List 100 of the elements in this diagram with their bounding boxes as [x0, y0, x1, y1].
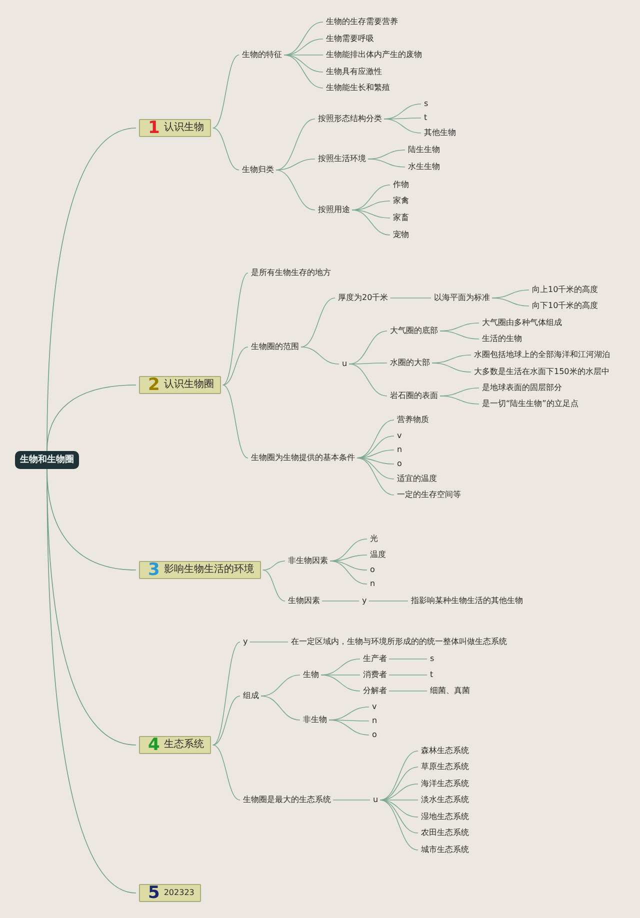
branch-label: 以海平面为标准 [434, 293, 490, 303]
branch-label: 生物圈是最大的生态系统 [243, 795, 331, 805]
branch-line [300, 346, 340, 364]
branch-label: n [372, 716, 378, 726]
branch-label: 城市生态系统 [421, 845, 469, 855]
branch-label: u [373, 795, 378, 805]
branch-line [348, 364, 388, 396]
branch-line [276, 170, 316, 210]
branch-label: 作物 [393, 180, 409, 190]
branch-line [356, 458, 394, 496]
branch-label: 生物归类 [242, 165, 274, 175]
branch-line [368, 600, 408, 602]
branch-line [284, 54, 324, 88]
branch-label: t [424, 113, 428, 123]
branch-line [356, 458, 394, 464]
branch-label: 指影响某种生物生活的其他生物 [411, 596, 523, 606]
branch-label: n [397, 445, 402, 455]
branch-label: 厚度为20千米 [338, 293, 388, 303]
branch-label: 按照生活环境 [318, 154, 366, 164]
branch-line [492, 298, 530, 306]
topic-number: 5 [148, 884, 160, 902]
branch-line [212, 128, 240, 170]
branch-label: t [430, 670, 434, 680]
branch-line [212, 54, 240, 128]
central-topic-box: 生物和生物圈 [15, 451, 79, 469]
branch-line [352, 210, 390, 236]
branch-line [388, 658, 428, 660]
branch-line [328, 720, 370, 736]
branch-label: 生活的生物 [482, 334, 522, 344]
branch-line [212, 642, 240, 746]
branch-label: 森林生态系统 [421, 746, 469, 756]
topic-number: 4 [148, 736, 160, 754]
branch-line [356, 420, 394, 458]
topic-label: 认识生物 [164, 122, 204, 134]
branch-label: 宠物 [393, 230, 409, 240]
branch-label: 生物需要呼吸 [326, 34, 374, 44]
branch-label: 其他生物 [424, 128, 456, 138]
topic-label: 认识生物圈 [164, 379, 214, 391]
branch-line [330, 560, 368, 584]
branch-label: 生物的生存需要营养 [326, 17, 398, 27]
branch-label: 光 [370, 534, 378, 544]
branch-label: s [430, 654, 434, 664]
topic-number: 2 [148, 376, 160, 394]
branch-label: 向下10千米的高度 [532, 301, 598, 311]
topic-label: 影响生物生活的环境 [164, 564, 254, 576]
branch-label: 生物圈为生物提供的基本条件 [251, 453, 355, 463]
branch-line [440, 396, 480, 404]
branch-label: n [370, 579, 376, 589]
branch-line [352, 210, 390, 218]
branch-label: 家禽 [393, 196, 409, 206]
branch-line [284, 54, 324, 72]
branch-line [440, 330, 480, 340]
topic-label: 生态系统 [164, 739, 204, 751]
branch-line [222, 346, 248, 386]
branch-label: v [372, 702, 377, 712]
branch-line [388, 674, 428, 676]
branch-label: 适宜的温度 [397, 474, 437, 484]
branch-label: 水圈包括地球上的全部海洋和江河湖泊 [474, 350, 610, 360]
branch-line [388, 690, 428, 692]
branch-label: 消费者 [363, 670, 387, 680]
branch-line [222, 384, 248, 458]
branch-label: 是一切“陆生生物”的立足点 [482, 399, 578, 409]
topic-box [139, 376, 221, 394]
branch-label: 一定的生存空间等 [397, 490, 461, 500]
branch-label: 按照形态结构分类 [318, 114, 382, 124]
topic-number: 3 [148, 561, 160, 579]
branch-label: 海洋生态系统 [421, 779, 469, 789]
branch-label: 非生物因素 [288, 556, 328, 566]
branch-line [300, 298, 336, 348]
branch-label: 生物能生长和繁殖 [326, 83, 390, 93]
branch-line [262, 570, 286, 602]
branch-label: 大气圈的底部 [390, 326, 438, 336]
branch-label: 是地球表面的固层部分 [482, 383, 562, 393]
branch-line [260, 696, 300, 720]
branch-line [330, 560, 368, 570]
branch-label: 按照用途 [318, 205, 350, 215]
branch-line [380, 750, 418, 800]
branch-line [212, 744, 240, 800]
branch-line [260, 674, 300, 696]
branch-label: 淡水生态系统 [421, 795, 469, 805]
branch-label: o [397, 459, 402, 469]
branch-label: 非生物 [303, 715, 327, 725]
branch-line [432, 362, 472, 372]
branch-label: 大多数是生活在水面下150米的水层中 [474, 367, 610, 377]
branch-label: 营养物质 [397, 415, 429, 425]
branch-label: o [370, 565, 375, 575]
topic-box [139, 119, 211, 137]
branch-label: 农田生态系统 [421, 828, 469, 838]
branch-line [348, 362, 388, 364]
topic-box [139, 884, 202, 902]
branch-line [46, 468, 136, 894]
branch-label: 生物的特征 [242, 50, 282, 60]
branch-label: 生物因素 [288, 596, 320, 606]
topic-label: 202323 [164, 887, 194, 899]
branch-label: 湿地生态系统 [421, 812, 469, 822]
branch-label: 生物能排出体内产生的废物 [326, 50, 422, 60]
branch-label: s [424, 99, 428, 109]
branch-label: 草原生态系统 [421, 762, 469, 772]
branch-label: y [362, 596, 367, 606]
branch-label: 分解者 [363, 686, 387, 696]
